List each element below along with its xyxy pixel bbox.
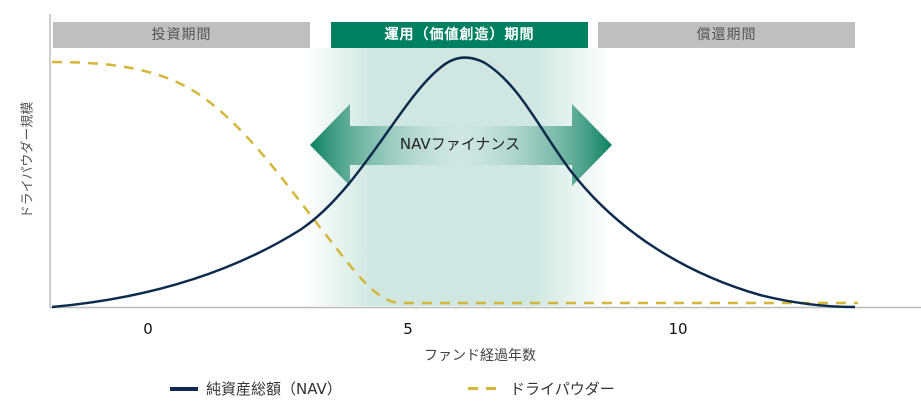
x-axis-label: ファンド経過年数 — [424, 348, 536, 364]
dry-powder-line — [51, 60, 858, 305]
x-tick-10: 10 — [668, 320, 688, 338]
nav-line — [51, 56, 856, 309]
dashed-line-swatch-icon — [468, 387, 496, 390]
legend-item-nav: 純資産総額（NAV） — [170, 378, 342, 399]
solid-line-swatch-icon — [170, 386, 198, 391]
x-tick-5: 5 — [403, 320, 413, 338]
nav-finance-arrow — [310, 104, 612, 186]
legend-item-dry-powder: ドライパウダー — [468, 378, 615, 399]
legend-label-nav: 純資産総額（NAV） — [206, 380, 342, 398]
phase-investment: 投資期間 — [53, 22, 310, 48]
phase-redemption: 償還期間 — [598, 22, 855, 48]
phase-operation: 運用（価値創造）期間 — [331, 22, 588, 48]
x-tick-0: 0 — [143, 320, 153, 338]
nav-finance-label: NAVファイナンス — [399, 135, 521, 153]
legend-label-dry-powder: ドライパウダー — [510, 380, 615, 398]
y-axis-label: ドライパウダー規模 — [20, 101, 36, 219]
